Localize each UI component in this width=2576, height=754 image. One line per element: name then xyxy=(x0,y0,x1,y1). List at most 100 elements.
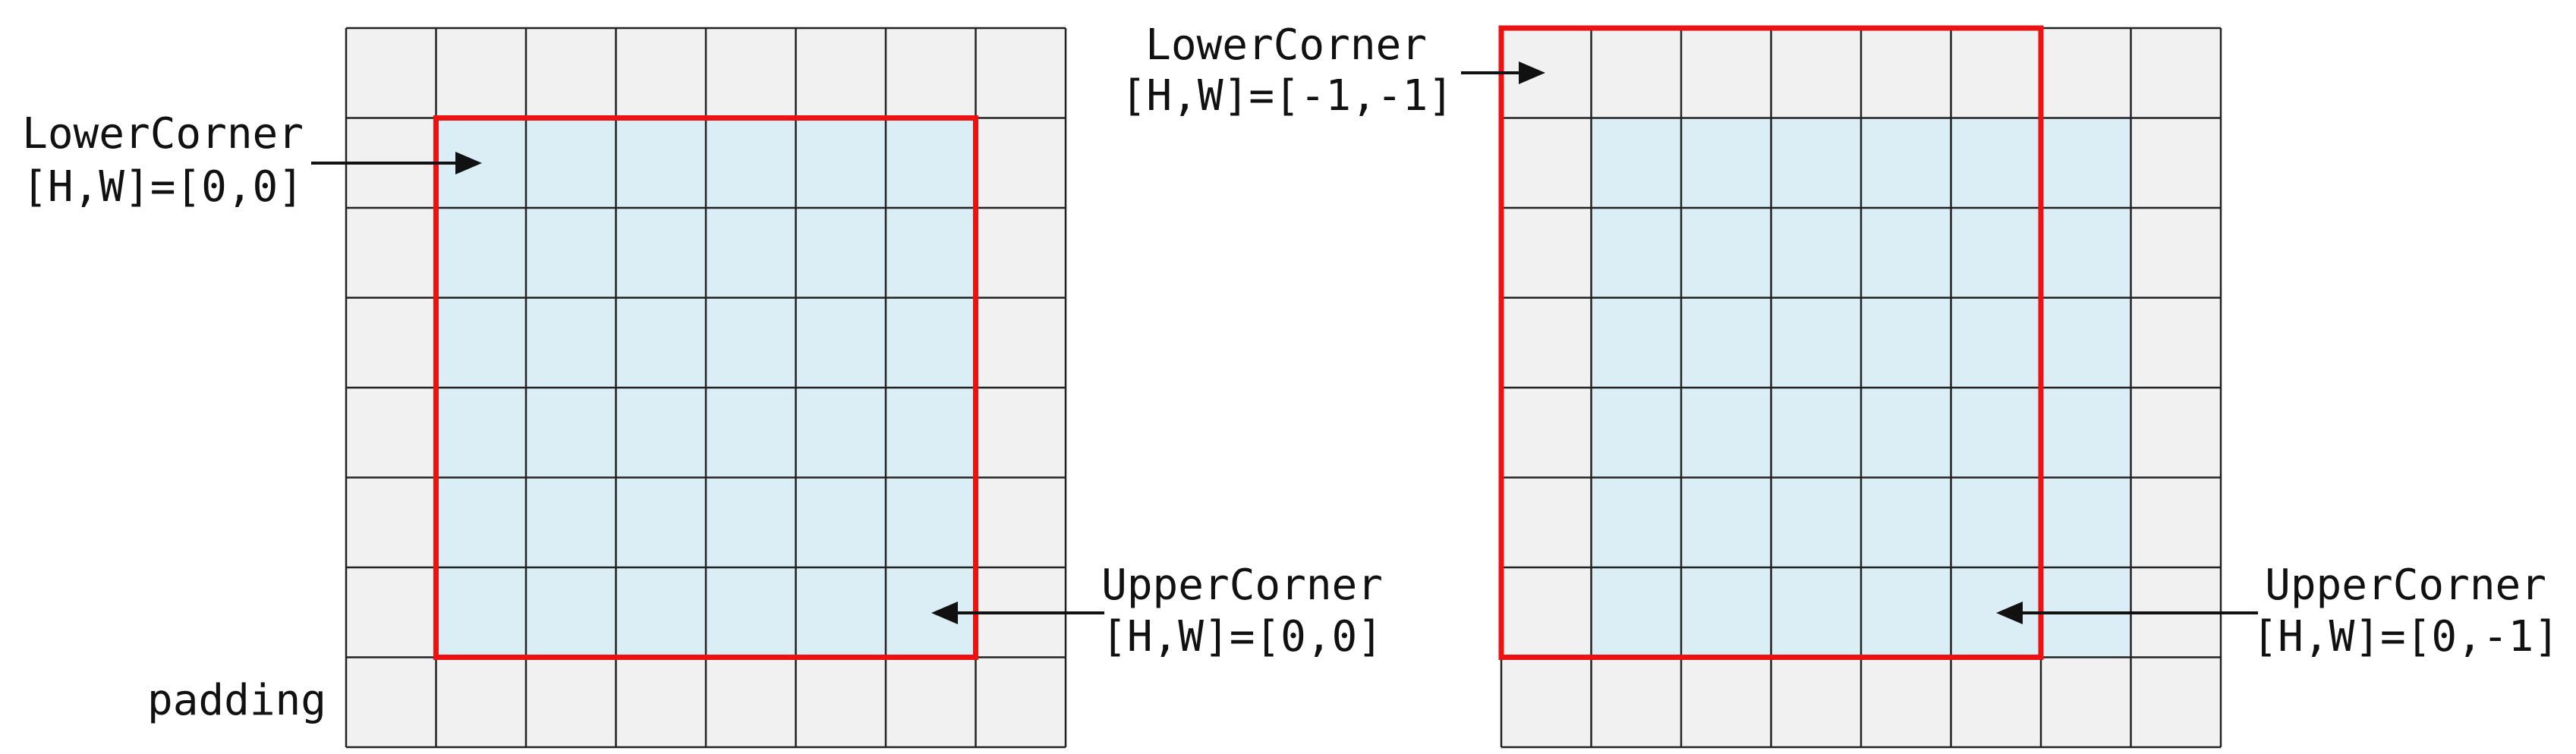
interior-cell xyxy=(2041,297,2131,388)
interior-cell xyxy=(706,208,796,298)
interior-cell xyxy=(2041,477,2131,567)
padding-cell xyxy=(975,297,1066,388)
lower-corner-annotation: LowerCorner [H,W]=[-1,-1] xyxy=(1121,20,1545,121)
interior-cell xyxy=(436,567,526,658)
interior-cell xyxy=(706,297,796,388)
interior-cell xyxy=(886,118,976,208)
padding-cell xyxy=(346,388,436,478)
padding-cell xyxy=(616,28,706,118)
lower-corner-value: [H,W]=[-1,-1] xyxy=(1121,71,1453,121)
interior-cell xyxy=(526,297,616,388)
padding-cell xyxy=(1951,657,2041,747)
padding-cell xyxy=(346,657,436,747)
padding-cell xyxy=(1591,657,1681,747)
upper-corner-arrowhead xyxy=(1996,602,2023,624)
lower-corner-title: LowerCorner xyxy=(1145,20,1427,70)
interior-cell xyxy=(1861,118,1951,208)
interior-cell xyxy=(886,477,976,567)
upper-corner-title: UpperCorner xyxy=(2265,561,2546,610)
interior-cell xyxy=(886,208,976,298)
padding-cell xyxy=(795,657,886,747)
interior-cell xyxy=(1681,477,1771,567)
interior-cell xyxy=(526,567,616,658)
interior-cell xyxy=(526,118,616,208)
interior-cell xyxy=(1861,208,1951,298)
interior-cell xyxy=(1591,118,1681,208)
padding-cell xyxy=(975,118,1066,208)
upper-corner-value: [H,W]=[0,-1] xyxy=(2252,612,2559,661)
interior-cell xyxy=(795,388,886,478)
padding-cell xyxy=(526,657,616,747)
interior-cell xyxy=(1771,297,1861,388)
interior-cell xyxy=(616,297,706,388)
padding-cell xyxy=(1771,657,1861,747)
padding-cell xyxy=(706,657,796,747)
lower-corner-arrowhead xyxy=(1519,61,1545,84)
interior-cell xyxy=(526,388,616,478)
lower-corner-arrowhead xyxy=(455,152,482,174)
interior-cell xyxy=(1951,388,2041,478)
lower-corner-value: [H,W]=[0,0] xyxy=(22,162,304,212)
padding-cell xyxy=(436,28,526,118)
interior-cell xyxy=(1951,297,2041,388)
padding-cell xyxy=(346,208,436,298)
interior-cell xyxy=(1861,297,1951,388)
upper-corner-arrowhead xyxy=(931,602,958,624)
padding-cell xyxy=(2130,28,2221,118)
interior-cell xyxy=(706,388,796,478)
interior-cell xyxy=(1861,477,1951,567)
interior-cell xyxy=(795,477,886,567)
interior-cell xyxy=(436,477,526,567)
interior-cell xyxy=(616,388,706,478)
interior-cell xyxy=(616,118,706,208)
padding-cell xyxy=(975,388,1066,478)
padding-cell xyxy=(616,657,706,747)
interior-cell xyxy=(526,208,616,298)
interior-cell xyxy=(1861,388,1951,478)
interior-cell xyxy=(886,297,976,388)
interior-cell xyxy=(795,208,886,298)
interior-cell xyxy=(436,297,526,388)
interior-cell xyxy=(1591,477,1681,567)
interior-cell xyxy=(706,567,796,658)
interior-cell xyxy=(1861,567,1951,658)
padding-cell xyxy=(886,28,976,118)
panel-zero-padding: LowerCorner [H,W]=[0,0] UpperCorner [H,W… xyxy=(22,27,1383,749)
interior-cell xyxy=(795,118,886,208)
padding-label: padding xyxy=(147,676,326,725)
padding-cell xyxy=(346,477,436,567)
panel-shifted-padding: LowerCorner [H,W]=[-1,-1] UpperCorner [H… xyxy=(1121,20,2559,749)
interior-cell xyxy=(1951,118,2041,208)
padding-cell xyxy=(2041,657,2131,747)
padding-cell xyxy=(1861,28,1951,118)
interior-cell xyxy=(706,118,796,208)
interior-cell xyxy=(1951,477,2041,567)
interior-cell xyxy=(616,567,706,658)
interior-cell xyxy=(1771,567,1861,658)
padding-cell xyxy=(346,297,436,388)
padding-cell xyxy=(886,657,976,747)
lower-corner-title: LowerCorner xyxy=(22,109,304,159)
padding-cell xyxy=(2130,388,2221,478)
padding-cell xyxy=(706,28,796,118)
padding-cell xyxy=(975,28,1066,118)
upper-corner-title: UpperCorner xyxy=(1101,561,1383,610)
padding-cell xyxy=(1501,657,1592,747)
interior-cell xyxy=(616,477,706,567)
interior-cell xyxy=(1951,208,2041,298)
bounding-frame xyxy=(433,115,978,660)
padding-cell xyxy=(1951,28,2041,118)
interior-cell xyxy=(886,388,976,478)
interior-cell xyxy=(1681,118,1771,208)
upper-corner-annotation: UpperCorner [H,W]=[0,-1] xyxy=(1996,561,2559,661)
lower-corner-annotation: LowerCorner [H,W]=[0,0] xyxy=(22,109,482,212)
padding-cell xyxy=(1501,297,1592,388)
padding-cell xyxy=(2130,657,2221,747)
interior-cell xyxy=(1591,388,1681,478)
padding-cell xyxy=(1681,28,1771,118)
grid-cells xyxy=(346,28,1066,747)
interior-cell xyxy=(706,477,796,567)
padding-cell xyxy=(1501,477,1592,567)
padding-cell xyxy=(2130,297,2221,388)
